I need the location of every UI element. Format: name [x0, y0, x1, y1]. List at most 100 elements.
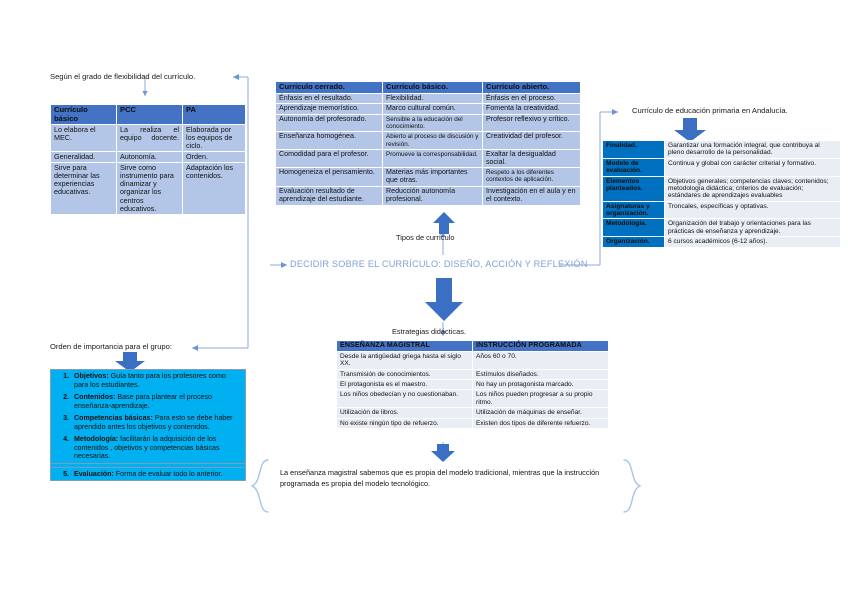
table-row: Generalidad. Autonomía. Orden.	[50, 151, 246, 164]
bottom-cell-1-1: Estímulos diseñados.	[472, 368, 609, 381]
right-label-4: Metodología.	[602, 218, 665, 238]
label-andalucia: Currículo de educación primaria en Andal…	[632, 106, 788, 115]
right-label-3: Asignaturas y organización.	[602, 200, 665, 220]
center-cell-2-0: Autonomía del profesorado.	[275, 114, 383, 133]
list-item: 2. Contenidos: Base para plantear el pro…	[51, 391, 245, 412]
right-value-5: 6 cursos académicos (6-12 años).	[664, 236, 841, 248]
center-cell-4-2: Exaltar la desigualdad social.	[482, 148, 581, 169]
list-item-number: 2.	[63, 393, 69, 401]
list-item: 3. Competencias básicas: Para esto se de…	[51, 412, 245, 433]
block-arrow-down-conclusion	[431, 444, 455, 462]
center-cell-4-1: Promueve la corresponsabilidad.	[382, 148, 483, 169]
table-row: Aprendizaje memorístico. Marco cultural …	[275, 103, 581, 116]
list-item-number: 4.	[63, 435, 69, 443]
bottom-cell-3-1: Los niños pueden progresar a su propio r…	[472, 389, 609, 409]
right-label-2: Elementos planteados.	[602, 175, 665, 202]
left-cell-2-2: Adaptación los contenidos.	[182, 162, 246, 215]
center-cell-6-2: Investigación en el aula y en el context…	[482, 186, 581, 207]
table-tipos-curriculo: Currículo cerrado. Currículo básico. Cur…	[275, 81, 581, 207]
center-title: DECIDIR SOBRE EL CURRÍCULO: DISEÑO, ACCI…	[290, 259, 588, 269]
bottom-cell-5-1: Existen dos tipos de diferente refuerzo.	[472, 417, 609, 429]
list-item-term: Competencias básicas:	[74, 414, 153, 422]
left-cell-2-0: Sirve para determinar las experiencias e…	[50, 162, 117, 215]
bottom-cell-3-0: Los niños obedecían y no cuestionaban.	[336, 389, 473, 409]
label-tipos-curriculo: Tipos de currículo	[396, 233, 455, 242]
left-cell-1-0: Generalidad.	[50, 151, 117, 164]
table-header-row: Currículo cerrado. Currículo básico. Cur…	[275, 81, 581, 94]
bottom-cell-0-1: Años 60 o 70.	[472, 350, 609, 370]
center-cell-2-1: Sensible a la educación del conocimiento…	[382, 114, 483, 133]
bottom-cell-0-0: Desde la antigüedad griega hasta el sigl…	[336, 350, 473, 370]
table-row: Utilización de libros. Utilización de má…	[336, 407, 609, 419]
right-value-4: Organización del trabajo y orientaciones…	[664, 218, 841, 238]
table-row: Lo elabora el MEC. La realiza el equipo …	[50, 123, 246, 153]
list-item-term: Evaluación:	[74, 469, 114, 478]
list-item-term: Objetivos:	[74, 372, 109, 380]
right-value-1: Continua y global con carácter criterial…	[664, 157, 841, 177]
table-row: Elementos planteados. Objetivos generale…	[602, 175, 841, 202]
left-cell-0-2: Elaborada por los equipos de ciclo.	[182, 123, 246, 153]
block-arrow-down-andalucia	[674, 118, 706, 142]
table-row: Sirve para determinar las experiencias e…	[50, 162, 246, 215]
table-row: Modelo de evaluación. Continua y global …	[602, 157, 841, 177]
center-cell-4-0: Comodidad para el profesor.	[275, 148, 383, 169]
center-cell-5-2: Respeto a los diferentes contextos de ap…	[482, 167, 581, 188]
left-header-2: PA	[182, 104, 246, 125]
table-magistral-vs-programada: ENSEÑANZA MAGISTRAL INSTRUCCIÓN PROGRAMA…	[336, 340, 609, 429]
center-cell-3-2: Creatividad del profesor.	[482, 131, 581, 150]
list-item: 5. Evaluación: Forma de evaluar todo lo …	[51, 468, 245, 481]
left-cell-1-2: Orden.	[182, 151, 246, 164]
list-item-term: Metodología:	[74, 435, 119, 443]
bottom-cell-1-0: Transmisión de conocimientos.	[336, 368, 473, 381]
list-item-text: Contenidos: Base para plantear el proces…	[74, 393, 241, 410]
list-item-term: Contenidos:	[74, 393, 116, 401]
center-cell-3-0: Enseñanza homogénea.	[275, 131, 383, 150]
table-row: Enseñanza homogénea. Abierto al proceso …	[275, 131, 581, 150]
bottom-cell-2-1: No hay un protagonista marcado.	[472, 379, 609, 391]
ordered-list-box: 1. Objetivos: Guía tanto para los profes…	[50, 369, 246, 481]
center-header-2: Currículo abierto.	[482, 81, 581, 94]
table-row: Comodidad para el profesor. Promueve la …	[275, 148, 581, 169]
list-item-text: Evaluación: Forma de evaluar todo lo ant…	[74, 470, 241, 479]
center-cell-1-0: Aprendizaje memorístico.	[275, 103, 383, 116]
right-value-3: Troncales, específicas y optativas.	[664, 200, 841, 220]
list-item: 1. Objetivos: Guía tanto para los profes…	[51, 370, 245, 391]
table-row: Autonomía del profesorado. Sensible a la…	[275, 114, 581, 133]
table-row: El protagonista es el maestro. No hay un…	[336, 379, 609, 391]
table-andalucia: Finalidad. Garantizar una formación inte…	[602, 140, 841, 248]
bottom-cell-2-0: El protagonista es el maestro.	[336, 379, 473, 391]
table-row: Asignaturas y organización. Troncales, e…	[602, 200, 841, 220]
right-label-1: Modelo de evaluación.	[602, 157, 665, 177]
left-header-0: Currículo básico	[50, 104, 117, 125]
list-item: 4. Metodología: facilitarán la adquisici…	[51, 433, 245, 463]
center-header-1: Currículo básico.	[382, 81, 483, 94]
bottom-header-0: ENSEÑANZA MAGISTRAL	[336, 340, 473, 352]
bottom-cell-5-0: No existe ningún tipo de refuerzo.	[336, 417, 473, 429]
center-cell-0-2: Énfasis en el proceso.	[482, 92, 581, 105]
center-header-0: Currículo cerrado.	[275, 81, 383, 94]
list-item-body: Guía tanto para los profesores como para…	[74, 372, 226, 389]
table-row: Énfasis en el resultado. Flexibilidad. É…	[275, 92, 581, 105]
conclusion-text: La enseñanza magistral sabemos que es pr…	[280, 468, 600, 488]
block-arrow-down-estrategias	[425, 278, 463, 321]
brace-left-icon	[250, 459, 642, 513]
list-item-body: Forma de evaluar todo lo anterior.	[113, 469, 223, 478]
center-cell-6-0: Evaluación resultado de aprendizaje del …	[275, 186, 383, 207]
list-item-text: Metodología: facilitarán la adquisición …	[74, 435, 241, 461]
right-value-0: Garantizar una formación integral, que c…	[664, 140, 841, 159]
center-cell-0-0: Énfasis en el resultado.	[275, 92, 383, 105]
bottom-cell-4-0: Utilización de libros.	[336, 407, 473, 419]
table-row: Los niños obedecían y no cuestionaban. L…	[336, 389, 609, 409]
left-cell-0-1: La realiza el equipo docente.	[116, 123, 183, 153]
bottom-header-1: INSTRUCCIÓN PROGRAMADA	[472, 340, 609, 352]
table-curriculo-basico-pcc-pa: Currículo básico PCC PA Lo elabora el ME…	[50, 104, 246, 215]
right-value-2: Objetivos generales; competencias claves…	[664, 175, 841, 202]
right-label-0: Finalidad.	[602, 140, 665, 159]
label-estrategias-didacticas: Estrategias didácticas.	[392, 327, 466, 336]
list-item-body: facilitarán la adquisición de los conten…	[74, 435, 220, 460]
label-orden-importancia: Orden de importancia para el grupo:	[50, 342, 172, 351]
table-header-row: ENSEÑANZA MAGISTRAL INSTRUCCIÓN PROGRAMA…	[336, 340, 609, 352]
list-item-number: 3.	[63, 414, 69, 422]
